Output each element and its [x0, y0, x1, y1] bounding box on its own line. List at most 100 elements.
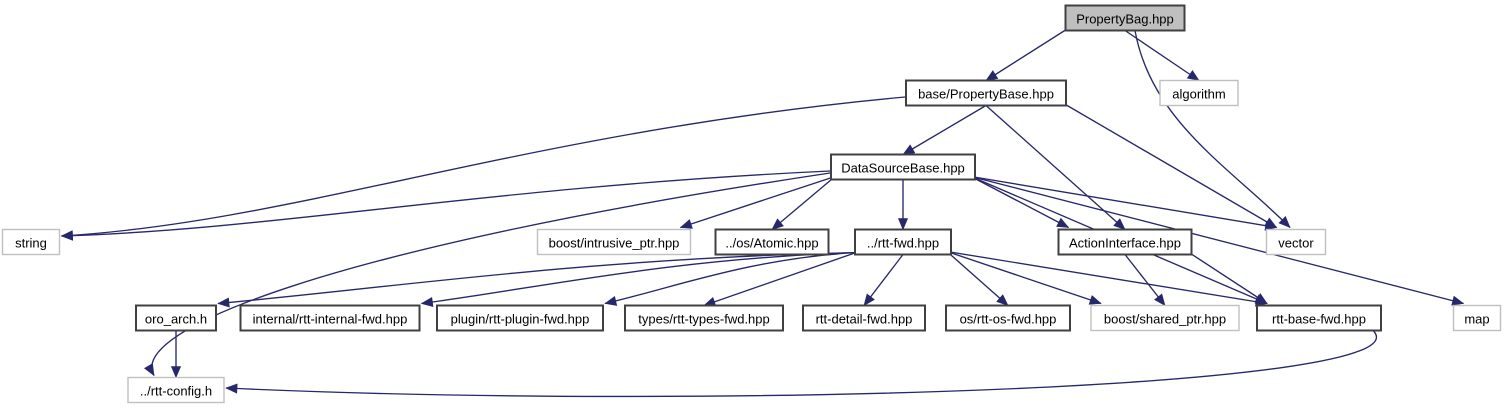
edge-rttfwd-to-basefwd	[946, 250, 1268, 307]
node-layer: PropertyBag.hpp base/PropertyBase.hpp algo…	[1, 4, 1502, 404]
node-box[interactable]	[830, 153, 976, 181]
edge-line	[970, 175, 1277, 229]
node-box[interactable]	[135, 304, 217, 332]
node-label: algorithm	[1172, 87, 1225, 102]
graph-node-internal-rtt-internal-fwd-hpp[interactable]: internal/rtt-internal-fwd.hpp	[239, 304, 421, 332]
graph-node-map[interactable]: map	[1452, 304, 1502, 332]
edge-propertybase-to-string	[60, 96, 906, 241]
edge-line	[970, 175, 1069, 229]
node-box[interactable]	[1057, 228, 1193, 256]
edge-arrowhead	[225, 383, 238, 394]
node-label: internal/rtt-internal-fwd.hpp	[253, 312, 408, 327]
node-label: string	[15, 236, 47, 251]
graph-node-propertybag-hpp[interactable]: PropertyBag.hpp	[1064, 4, 1186, 32]
graph-node-plugin-rtt-plugin-fwd-hpp[interactable]: plugin/rtt-plugin-fwd.hpp	[436, 304, 604, 332]
node-box[interactable]	[1064, 4, 1186, 32]
node-box[interactable]	[624, 304, 784, 332]
node-box[interactable]	[945, 304, 1071, 332]
graph-node-types-rtt-types-fwd-hpp[interactable]: types/rtt-types-fwd.hpp	[624, 304, 784, 332]
edge-line	[1187, 250, 1268, 305]
edge-rttfwd-to-pluginfwd	[604, 251, 858, 306]
node-label: base/PropertyBase.hpp	[918, 87, 1054, 102]
node-label: rtt-base-fwd.hpp	[1272, 312, 1366, 327]
edge-line	[680, 175, 836, 229]
graph-node-rtt-config-h[interactable]: ../rtt-config.h	[127, 376, 225, 404]
edge-oro_arch-to-rttconfig	[170, 330, 182, 379]
node-box[interactable]	[714, 228, 830, 256]
edge-arrowhead	[771, 218, 784, 231]
node-box[interactable]	[802, 304, 926, 332]
node-label: ../rtt-config.h	[140, 384, 212, 399]
edge-arrowhead	[60, 230, 73, 241]
edge-arrowhead	[420, 296, 434, 308]
node-box[interactable]	[436, 304, 604, 332]
edge-arrowhead	[996, 294, 1009, 307]
graph-node-string[interactable]: string	[1, 228, 61, 256]
node-box[interactable]	[127, 376, 225, 404]
edge-line	[946, 250, 1009, 307]
edge-basefwd-to-rttconfig	[225, 330, 1377, 398]
graph-node-rtt-fwd-hpp[interactable]: ../rtt-fwd.hpp	[854, 228, 952, 256]
node-label: map	[1464, 312, 1489, 327]
edge-rttfwd-to-sharedptr	[946, 250, 1102, 305]
node-box[interactable]	[1, 228, 61, 256]
edge-arrowhead	[144, 363, 155, 377]
edge-propertybag-to-vector	[1134, 30, 1291, 229]
edge-datasourcebase-to-intrusive	[679, 175, 836, 229]
edge-line	[217, 251, 858, 305]
graph-node-actioninterface-hpp[interactable]: ActionInterface.hpp	[1057, 228, 1193, 256]
node-box[interactable]	[239, 304, 421, 332]
node-box[interactable]	[1159, 79, 1239, 107]
edge-datasourcebase-to-string	[60, 170, 831, 241]
edge-line	[1061, 101, 1277, 229]
edge-line	[902, 104, 987, 156]
edge-line	[985, 104, 1126, 231]
edge-line	[946, 250, 1268, 305]
edge-line	[970, 175, 1464, 305]
graph-node-boost-intrusive-ptr-hpp[interactable]: boost/intrusive_ptr.hpp	[536, 228, 692, 256]
node-label: DataSourceBase.hpp	[841, 161, 965, 176]
graph-node-base-propertybase-hpp[interactable]: base/PropertyBase.hpp	[905, 79, 1067, 107]
node-label: ActionInterface.hpp	[1069, 236, 1181, 251]
graph-node-vector[interactable]: vector	[1265, 228, 1327, 256]
node-label: vector	[1278, 236, 1314, 251]
edge-arrowhead	[217, 297, 230, 308]
graph-node-os-atomic-hpp[interactable]: ../os/Atomic.hpp	[714, 228, 830, 256]
edge-rttfwd-to-typesfwd	[703, 250, 860, 307]
edge-arrowhead	[1113, 218, 1126, 231]
graph-node-rtt-base-fwd-hpp[interactable]: rtt-base-fwd.hpp	[1256, 304, 1382, 332]
node-box[interactable]	[1090, 304, 1240, 332]
edge-datasourcebase-to-atomic	[771, 175, 836, 231]
edge-arrowhead	[679, 219, 693, 229]
node-box[interactable]	[536, 228, 692, 256]
graph-node-os-rtt-os-fwd-hpp[interactable]: os/rtt-os-fwd.hpp	[945, 304, 1071, 332]
edge-arrowhead	[1088, 295, 1102, 305]
node-box[interactable]	[905, 79, 1067, 107]
node-box[interactable]	[1265, 228, 1327, 256]
edge-line	[1134, 30, 1291, 228]
edge-arrowhead	[1056, 217, 1070, 228]
edge-datasourcebase-to-actioninterface	[970, 175, 1070, 229]
edge-arrowhead	[1154, 293, 1166, 307]
node-label: PropertyBag.hpp	[1076, 12, 1174, 27]
edge-rttfwd-to-internalfwd	[420, 251, 858, 308]
node-box[interactable]	[854, 228, 952, 256]
graph-node-rtt-detail-fwd-hpp[interactable]: rtt-detail-fwd.hpp	[802, 304, 926, 332]
graph-node-algorithm[interactable]: algorithm	[1159, 79, 1239, 107]
edge-datasourcebase-to-rttconfig	[144, 172, 831, 377]
edge-propertybase-to-datasourcebase	[902, 104, 987, 156]
edge-arrowhead	[170, 366, 182, 379]
graph-node-oro-arch-h[interactable]: oro_arch.h	[135, 304, 217, 332]
node-label: types/rtt-types-fwd.hpp	[638, 312, 770, 327]
graph-node-boost-shared-ptr-hpp[interactable]: boost/shared_ptr.hpp	[1090, 304, 1240, 332]
edge-line	[703, 250, 860, 307]
graph-node-datasourcebase-hpp[interactable]: DataSourceBase.hpp	[830, 153, 976, 181]
node-box[interactable]	[1452, 304, 1502, 332]
edge-line	[985, 26, 1070, 82]
edge-actioninterface-to-basefwd	[1187, 250, 1268, 305]
node-box[interactable]	[1256, 304, 1382, 332]
edge-line	[61, 170, 831, 237]
node-label: boost/intrusive_ptr.hpp	[549, 236, 680, 251]
